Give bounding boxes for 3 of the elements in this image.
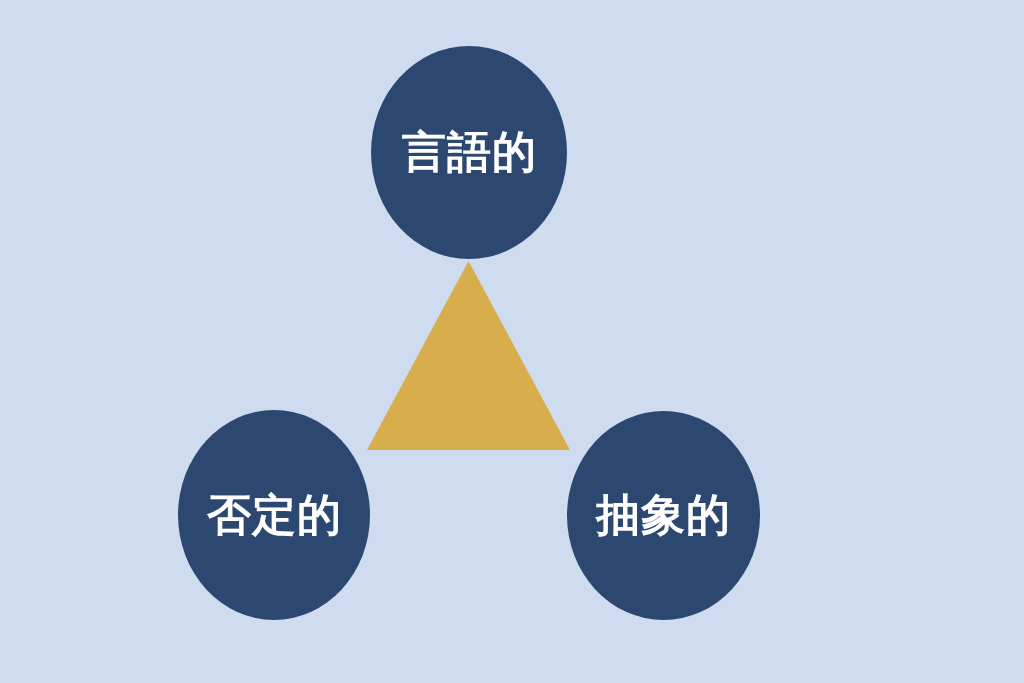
- label-text: 抽象的: [596, 491, 731, 540]
- label-text: 否定的: [206, 490, 342, 540]
- label-text: 言語的: [401, 128, 537, 177]
